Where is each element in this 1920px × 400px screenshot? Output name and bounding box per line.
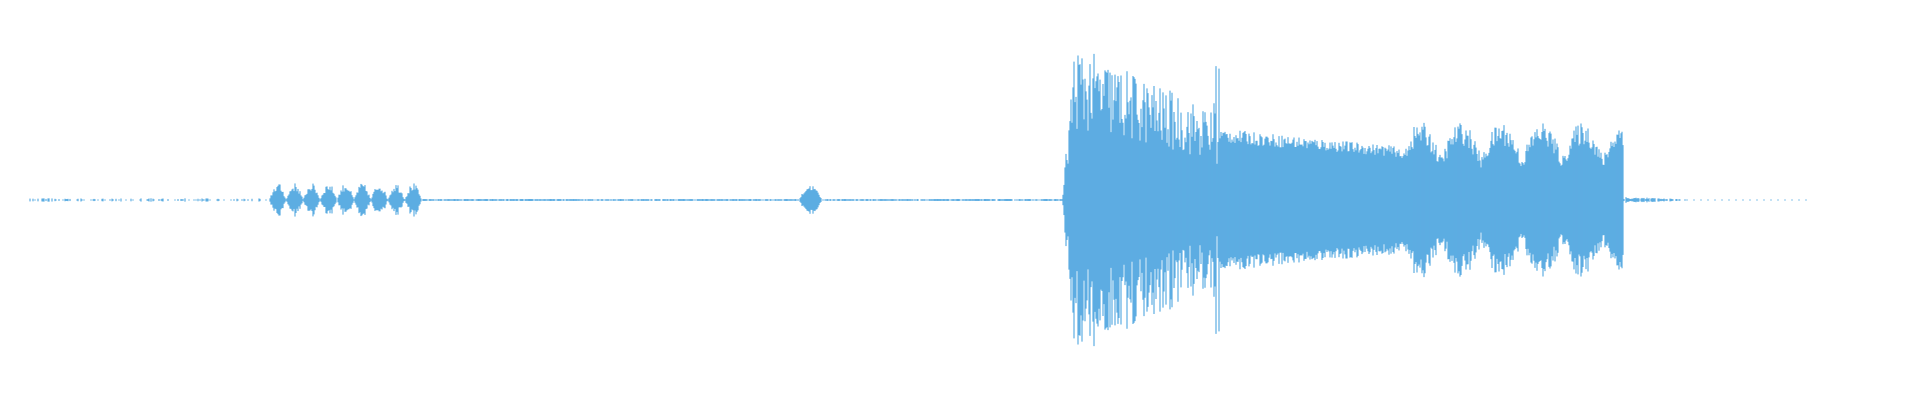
waveform-bars bbox=[29, 53, 1807, 347]
